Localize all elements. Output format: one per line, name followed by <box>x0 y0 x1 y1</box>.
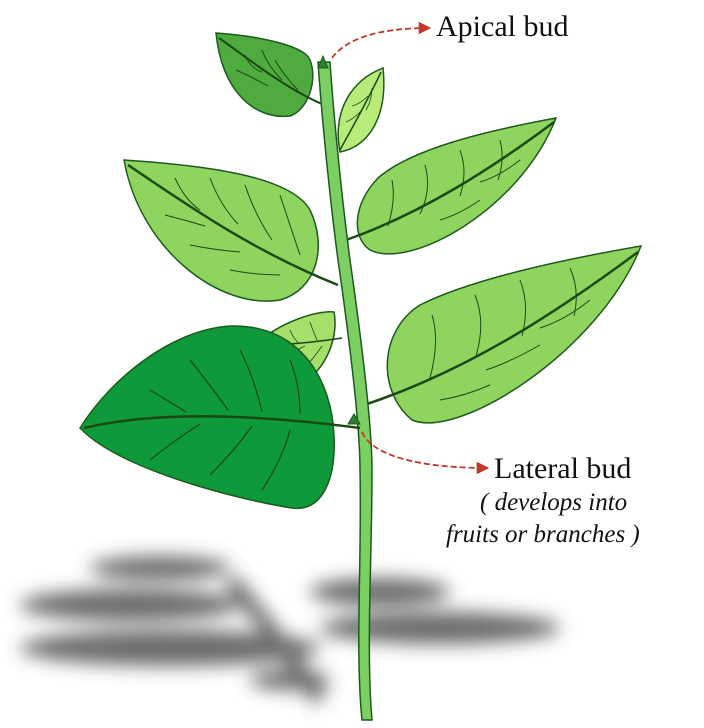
leaf-mid-right <box>346 118 556 254</box>
lateral-bud-arrow <box>362 432 488 468</box>
apical-bud-label: Apical bud <box>436 10 568 44</box>
leaf-top-left <box>216 33 322 116</box>
leaf-mid-left <box>124 160 338 301</box>
leaf-lower-right <box>364 246 641 423</box>
lateral-bud-note-line2: fruits or branches ) <box>446 520 640 550</box>
lateral-bud-label: Lateral bud <box>494 452 631 486</box>
apical-bud-arrow <box>332 28 430 58</box>
plant-shadow <box>20 556 560 700</box>
leaf-top-small <box>338 68 384 152</box>
lateral-bud-note-line1: ( develops into <box>480 488 627 518</box>
